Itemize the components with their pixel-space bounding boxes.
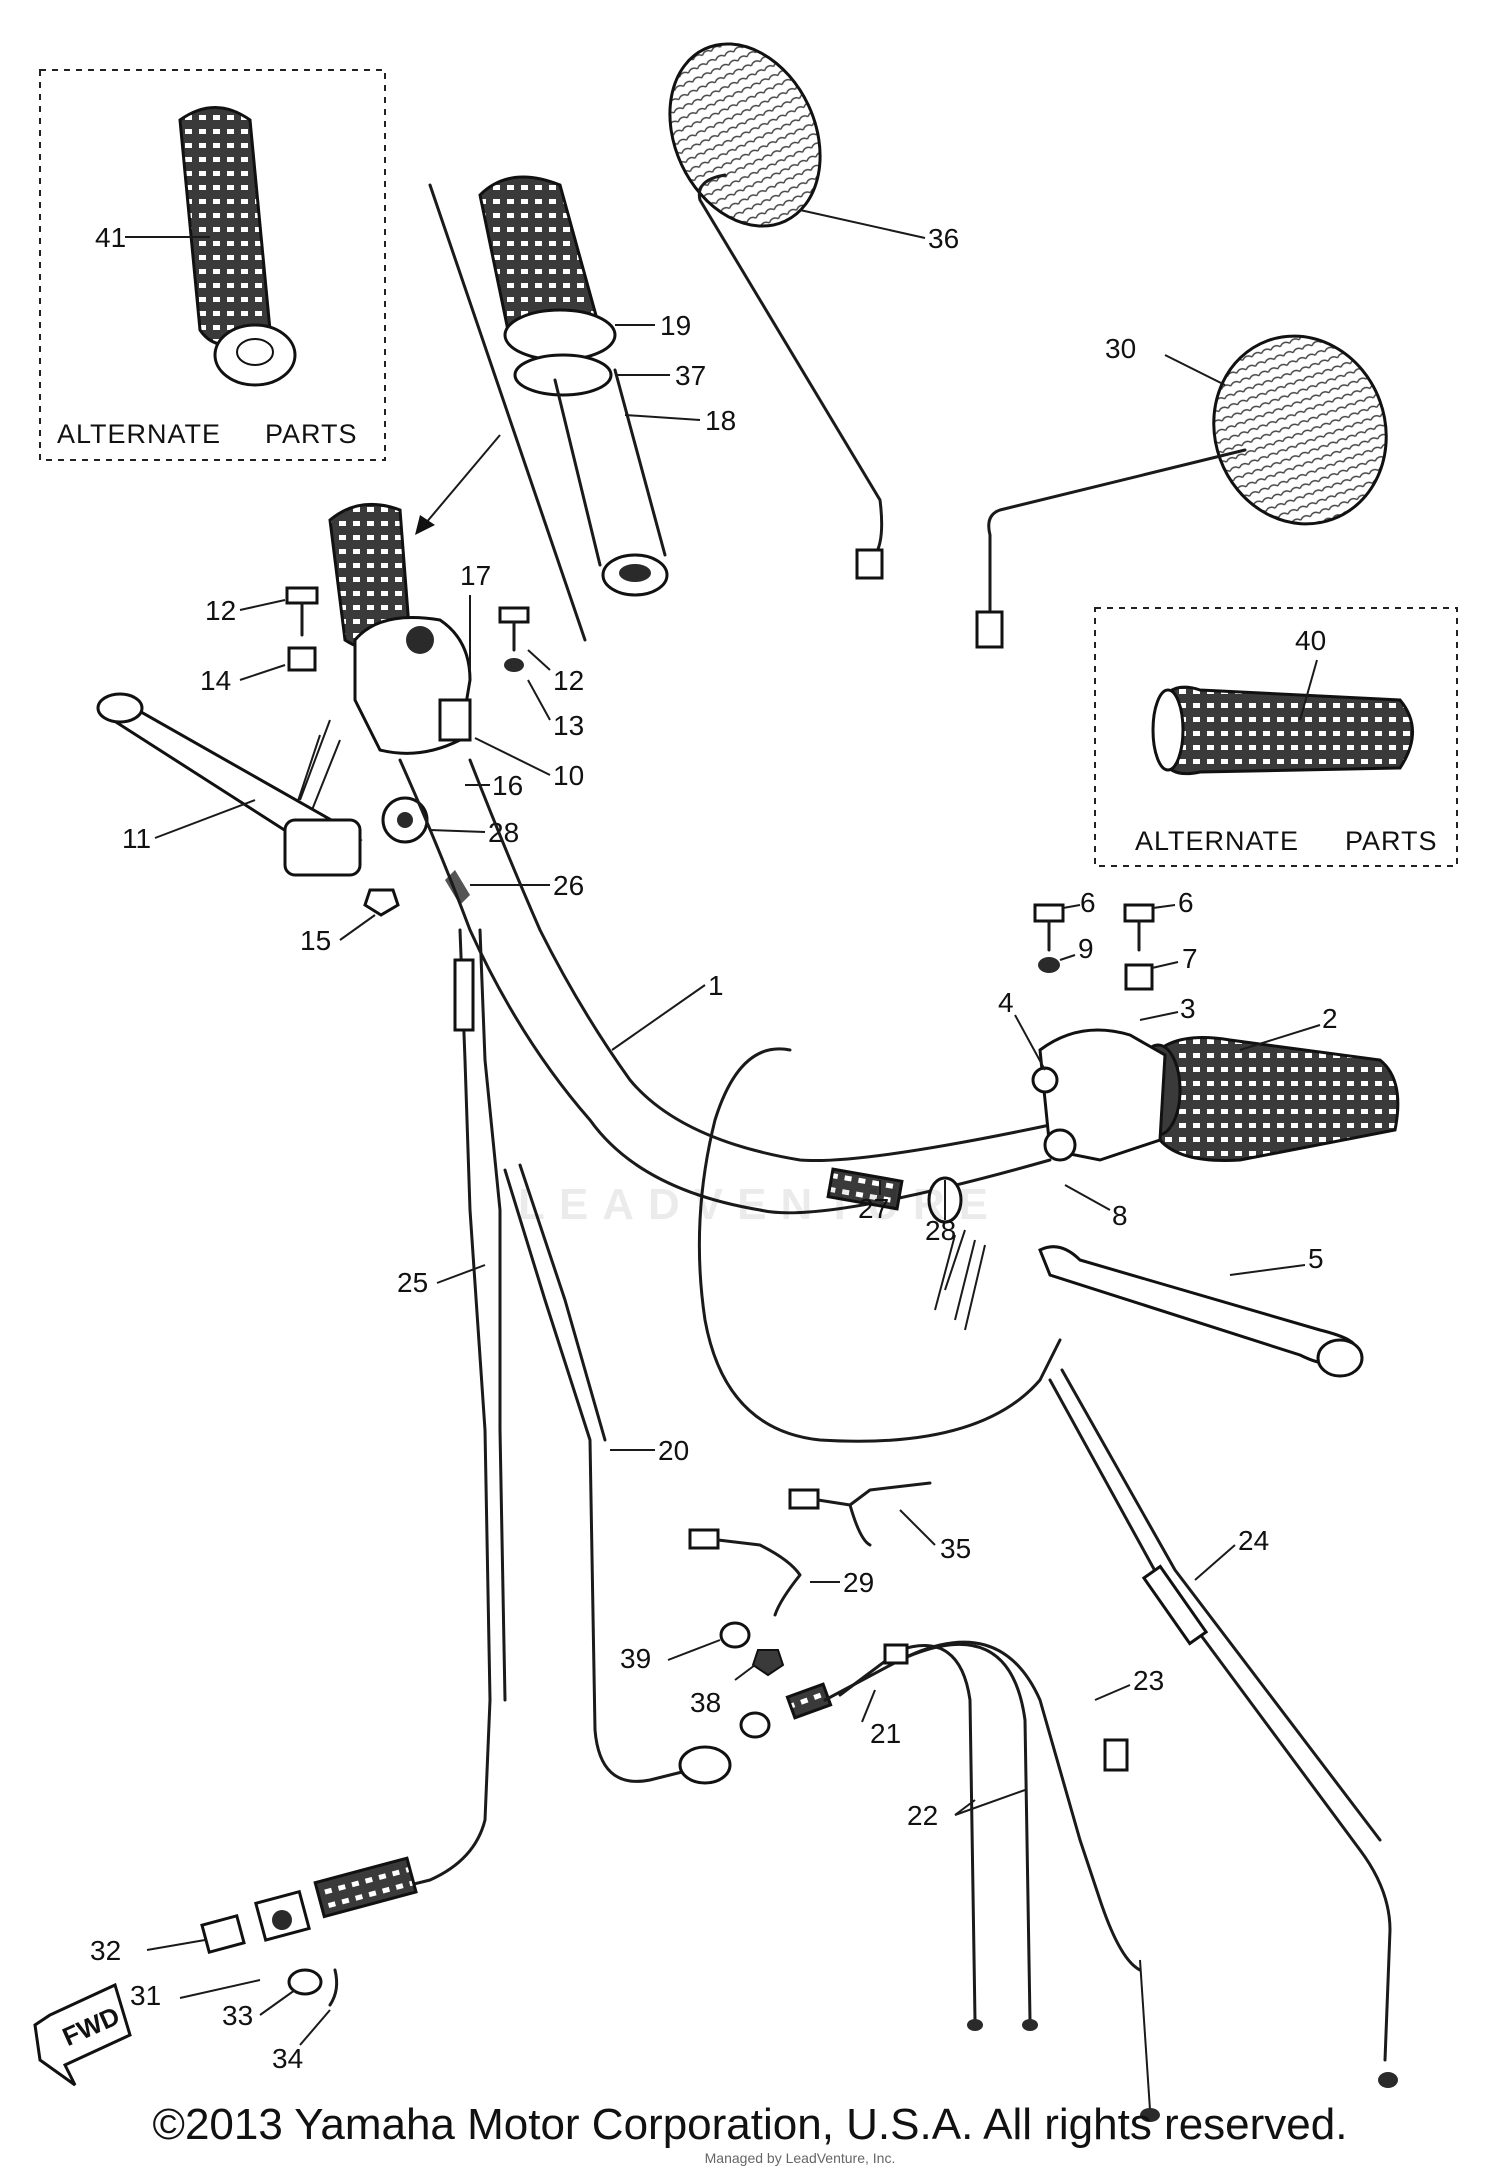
callout-22: 22 (907, 1800, 938, 1831)
callout-38: 38 (690, 1687, 721, 1718)
right-switch-housing-icon (1031, 1028, 1167, 1162)
grip-40-icon (1151, 685, 1414, 776)
callout-13: 13 (553, 710, 584, 741)
wire-harness-icon (934, 1229, 986, 1331)
callout-35: 35 (940, 1533, 971, 1564)
callout-33: 33 (222, 2000, 253, 2031)
callout-12-left: 12 (205, 595, 236, 626)
footer-note: Managed by LeadVenture, Inc. (704, 2150, 896, 2166)
callout-1: 1 (708, 970, 724, 1001)
cable-20-icon (503, 1163, 732, 1785)
callout-21: 21 (870, 1718, 901, 1749)
callout-20: 20 (658, 1435, 689, 1466)
callout-32: 32 (90, 1935, 121, 1966)
callout-27: 27 (858, 1193, 889, 1224)
callout-12-right: 12 (553, 665, 584, 696)
callout-2: 2 (1322, 1003, 1338, 1034)
copyright-text: ©2013 Yamaha Motor Corporation, U.S.A. A… (152, 2100, 1348, 2149)
callout-15: 15 (300, 925, 331, 956)
callout-19: 19 (660, 310, 691, 341)
callout-31: 31 (130, 1980, 161, 2011)
callout-37: 37 (675, 360, 706, 391)
clutch-cable-25-icon (200, 928, 507, 2007)
callout-28-right: 28 (925, 1215, 956, 1246)
callout-29: 29 (843, 1567, 874, 1598)
mirror-36-icon (668, 42, 884, 580)
callout-17: 17 (460, 560, 491, 591)
alternate-parts-box-left: 41 ALTERNATE PARTS (39, 69, 386, 461)
parts-label-right: PARTS (1345, 826, 1438, 856)
callout-6-right: 6 (1178, 887, 1194, 918)
fwd-arrow-icon: FWD (33, 1982, 132, 2087)
throttle-grip-upper-icon (478, 175, 669, 597)
cable-24-icon (1048, 1368, 1398, 2088)
callout-40: 40 (1295, 625, 1326, 656)
parts-label-left: PARTS (265, 419, 358, 449)
alternate-label-left: ALTERNATE (57, 419, 221, 449)
handlebar-1-icon (398, 758, 1052, 1215)
callout-6-left: 6 (1080, 887, 1096, 918)
callout-11: 11 (122, 823, 151, 854)
brake-lever-5-icon (1038, 1245, 1364, 1378)
watermark: LEADVENTURE (517, 1180, 1003, 1229)
throttle-tube-27-icon (826, 1167, 963, 1224)
throttle-cable-21-icon (739, 1640, 1160, 2122)
callout-18: 18 (705, 405, 736, 436)
callout-4: 4 (998, 987, 1014, 1018)
callout-8: 8 (1112, 1200, 1128, 1231)
alternate-parts-box-right: 40 ALTERNATE PARTS (1094, 607, 1458, 867)
callout-24: 24 (1238, 1525, 1269, 1556)
callout-39: 39 (620, 1643, 651, 1674)
right-grip-2-icon (1134, 1036, 1400, 1162)
mirror-30-icon (975, 334, 1388, 649)
callout-14: 14 (200, 665, 231, 696)
callout-7: 7 (1182, 943, 1198, 974)
callout-5: 5 (1308, 1243, 1324, 1274)
callout-41: 41 (95, 222, 126, 253)
bracket-29-icon (688, 1528, 802, 1617)
callout-26: 26 (553, 870, 584, 901)
bracket-35-icon (788, 1481, 932, 1547)
callout-25: 25 (397, 1267, 428, 1298)
callout-36: 36 (928, 223, 959, 254)
callout-34: 34 (272, 2043, 303, 2074)
callout-3: 3 (1180, 993, 1196, 1024)
callout-10: 10 (553, 760, 584, 791)
callout-30: 30 (1105, 333, 1136, 364)
clutch-lever-holder-icon (294, 616, 472, 844)
callout-23: 23 (1133, 1665, 1164, 1696)
clutch-lever-11-icon (96, 692, 363, 877)
grip-41-icon (178, 106, 297, 387)
alternate-label-right: ALTERNATE (1135, 826, 1299, 856)
callout-9: 9 (1078, 933, 1094, 964)
callout-16: 16 (492, 770, 523, 801)
